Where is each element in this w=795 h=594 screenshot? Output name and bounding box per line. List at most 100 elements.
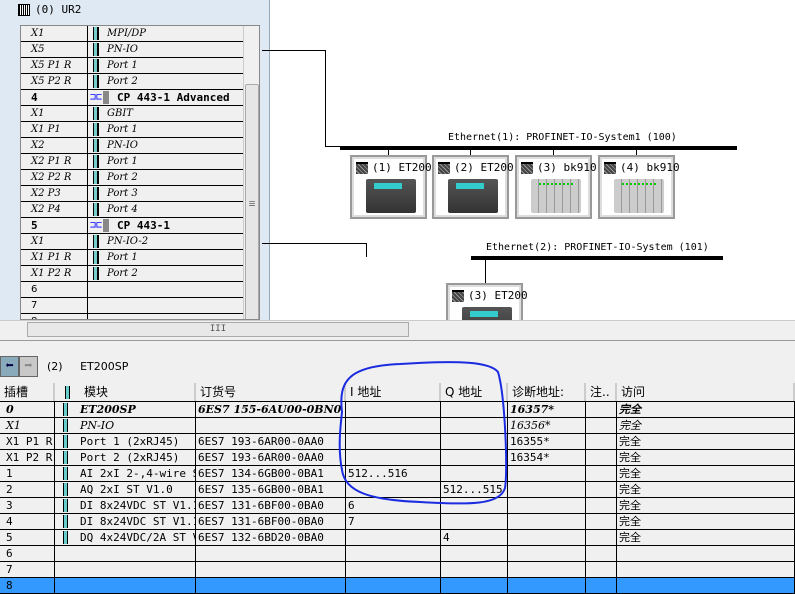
rack-row[interactable]: X1 GBIT	[21, 106, 243, 122]
module-cell: DQ 4x24VDC/2A ST V1.	[55, 530, 196, 545]
module-icon	[63, 499, 68, 512]
note-cell	[586, 546, 617, 561]
column-header[interactable]: 访问	[617, 383, 795, 401]
q-cell	[441, 402, 508, 417]
q-cell	[441, 562, 508, 577]
module-icon	[93, 75, 99, 88]
diag-cell	[508, 578, 586, 593]
io-device[interactable]: (3) bk910	[515, 155, 597, 219]
i-cell	[346, 578, 441, 593]
order-cell	[196, 578, 346, 593]
module-cell: Port 4	[87, 202, 243, 217]
table-row[interactable]: 5DQ 4x24VDC/2A ST V1.6ES7 132-6BD20-0BA0…	[0, 530, 795, 546]
access-cell: 完全	[617, 514, 795, 529]
header-label: 模块	[84, 385, 109, 399]
module-icon	[103, 219, 110, 232]
ethernet-bus-2[interactable]	[471, 256, 723, 260]
i-cell: 7	[346, 514, 441, 529]
module-icon	[93, 139, 99, 152]
module-icon	[93, 107, 99, 120]
rack-row[interactable]: 4⊐⊏CP 443-1 Advanced	[21, 90, 243, 106]
order-cell: 6ES7 135-6GB00-0BA1	[196, 482, 346, 497]
rack-row[interactable]: 7	[21, 298, 243, 314]
vertical-scrollbar[interactable]: ≡	[243, 26, 259, 319]
scroll-thumb[interactable]: ≡	[245, 84, 259, 319]
module-cell: Port 2 (2xRJ45)	[55, 450, 196, 465]
slot-cell: 5	[31, 219, 38, 232]
module-icon	[93, 27, 99, 40]
table-row[interactable]: 6	[0, 546, 795, 562]
forward-arrow-button[interactable]: ➡	[19, 356, 38, 377]
rack-row[interactable]: 5⊐⊏CP 443-1	[21, 218, 243, 234]
module-cell: GBIT	[87, 106, 243, 121]
rack-row[interactable]: X2 P4 Port 4	[21, 202, 243, 218]
slot-cell: X2 P3	[31, 188, 61, 199]
column-header[interactable]: 订货号	[196, 383, 346, 401]
table-row[interactable]: 7	[0, 562, 795, 578]
io-device[interactable]: (4) bk910	[598, 155, 680, 219]
slot-cell: 7	[31, 300, 38, 311]
scroll-thumb[interactable]: III	[27, 322, 409, 337]
horizontal-scrollbar[interactable]: III	[0, 320, 795, 340]
back-arrow-button[interactable]: ⬅	[0, 356, 19, 377]
table-row[interactable]: 8	[0, 578, 795, 594]
rack-row[interactable]: X2 P3 Port 3	[21, 186, 243, 202]
rack-title-text: (0) UR2	[35, 3, 82, 16]
module-cell	[55, 562, 196, 577]
module-icon	[103, 91, 110, 104]
note-cell	[586, 498, 617, 513]
module-cell: Port 1	[87, 154, 243, 169]
slot-cell: X1	[31, 108, 45, 119]
connection-line	[366, 243, 367, 257]
module-name: Port 2 (2xRJ45)	[80, 451, 180, 464]
column-header[interactable]: I 地址	[346, 383, 441, 401]
module-cell: DI 8x24VDC ST V1.1	[55, 514, 196, 529]
access-cell	[617, 546, 795, 561]
module-name: Port 3	[107, 188, 138, 199]
device-label: (4) bk910	[620, 161, 680, 174]
module-name: Port 1 (2xRJ45)	[80, 435, 180, 448]
module-name: CP 443-1	[117, 219, 171, 232]
ethernet-bus-1[interactable]	[340, 146, 737, 150]
column-header[interactable]: Q 地址	[441, 383, 508, 401]
module-cell: PN-IO	[87, 42, 243, 57]
rack-row[interactable]: 6	[21, 282, 243, 298]
column-header[interactable]: 诊断地址:	[508, 383, 586, 401]
module-cell	[87, 282, 243, 297]
rack-row[interactable]: 8	[21, 314, 243, 319]
column-header[interactable]: 注..	[586, 383, 617, 401]
q-cell	[441, 434, 508, 449]
io-device[interactable]: (2) ET200	[432, 155, 514, 219]
module-cell: PN-IO	[55, 418, 196, 433]
i-cell	[346, 546, 441, 561]
slot-cell: X2 P4	[31, 204, 61, 215]
column-header[interactable]: 模块	[55, 383, 196, 401]
slot-cell: 4	[31, 91, 38, 104]
column-header[interactable]: 插槽	[0, 383, 55, 401]
io-device[interactable]: (1) ET200	[350, 155, 432, 219]
module-icon	[63, 435, 68, 448]
module-icon	[93, 251, 99, 264]
